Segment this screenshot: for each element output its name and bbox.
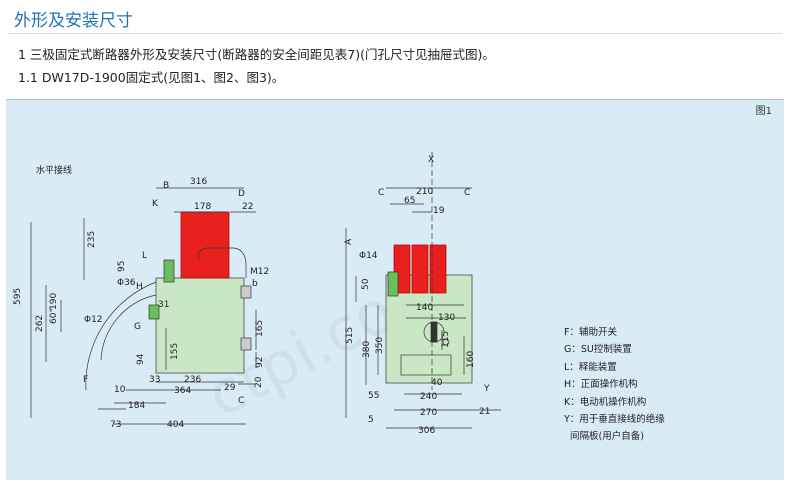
svg-text:178: 178 bbox=[194, 202, 211, 212]
arc-chamber bbox=[180, 211, 230, 279]
svg-text:Y: Y bbox=[483, 384, 490, 394]
svg-text:210: 210 bbox=[416, 187, 433, 197]
side-component bbox=[163, 259, 175, 283]
svg-text:29: 29 bbox=[224, 383, 236, 393]
svg-text:40: 40 bbox=[431, 378, 443, 388]
svg-text:306: 306 bbox=[418, 426, 435, 436]
left-dimension-labels: 水平接线 316 178 22 B K D 235 595 190 262 95… bbox=[13, 164, 269, 430]
svg-text:L: L bbox=[142, 251, 147, 261]
svg-text:240: 240 bbox=[420, 392, 437, 402]
svg-text:22: 22 bbox=[242, 202, 253, 212]
legend-item: H：正面操作机构 bbox=[564, 379, 638, 391]
svg-text:160: 160 bbox=[466, 351, 476, 368]
legend-item: K：电动机操作机构 bbox=[564, 396, 647, 408]
svg-text:130: 130 bbox=[438, 313, 455, 323]
svg-text:X: X bbox=[428, 155, 434, 165]
svg-text:B: B bbox=[163, 181, 169, 191]
right-view bbox=[345, 152, 501, 429]
svg-text:M12: M12 bbox=[250, 267, 269, 277]
handle-outline bbox=[197, 247, 247, 278]
figure-label: 图1 bbox=[755, 106, 772, 117]
svg-text:316: 316 bbox=[190, 177, 207, 187]
right-dimension-labels: X C C 210 65 19 Φ14 A 50 515 380 350 140… bbox=[344, 155, 490, 436]
svg-text:K: K bbox=[152, 199, 159, 209]
divider bbox=[8, 33, 782, 34]
technical-drawing: ctpi.com bbox=[13, 152, 501, 436]
svg-text:G: G bbox=[134, 322, 141, 332]
left-caption: 水平接线 bbox=[36, 164, 72, 176]
left-view bbox=[30, 187, 257, 425]
legend-item: F：辅助开关 bbox=[564, 327, 617, 338]
svg-text:364: 364 bbox=[174, 386, 191, 396]
svg-text:515: 515 bbox=[345, 327, 355, 344]
legend-item: 间隔板(用户自备) bbox=[570, 431, 644, 443]
svg-text:55: 55 bbox=[368, 391, 379, 401]
svg-text:b: b bbox=[252, 279, 258, 289]
svg-text:19: 19 bbox=[433, 206, 445, 216]
svg-text:A: A bbox=[344, 238, 354, 245]
svg-text:190: 190 bbox=[49, 293, 59, 310]
svg-text:Φ14: Φ14 bbox=[359, 251, 378, 261]
svg-text:262: 262 bbox=[35, 315, 45, 332]
svg-text:21: 21 bbox=[479, 407, 490, 417]
svg-text:155: 155 bbox=[170, 343, 180, 360]
page-title: 外形及安装尺寸 bbox=[14, 11, 133, 31]
svg-text:404: 404 bbox=[167, 420, 184, 430]
legend-item: L：释能装置 bbox=[564, 361, 617, 373]
svg-text:F: F bbox=[83, 375, 88, 385]
svg-text:65: 65 bbox=[404, 196, 415, 206]
svg-text:C: C bbox=[238, 396, 244, 406]
svg-text:94: 94 bbox=[136, 353, 146, 365]
svg-text:270: 270 bbox=[420, 408, 437, 418]
svg-text:350: 350 bbox=[375, 337, 385, 354]
swing-arc bbox=[85, 281, 157, 391]
svg-text:Φ36: Φ36 bbox=[117, 278, 136, 288]
figure-1: 图1 ctpi.com bbox=[6, 99, 784, 480]
svg-text:73: 73 bbox=[110, 420, 121, 430]
svg-text:595: 595 bbox=[13, 288, 23, 305]
svg-text:H: H bbox=[136, 282, 143, 292]
svg-text:380: 380 bbox=[362, 341, 372, 358]
intro-line-1: 1 三极固定式断路器外形及安装尺寸(断路器的安全间距见表7)(门孔尺寸见抽屉式图… bbox=[18, 47, 495, 62]
legend-item: G：SU控制装置 bbox=[564, 344, 632, 356]
intro-line-2: 1.1 DW17D-1900固定式(见图1、图2、图3)。 bbox=[18, 70, 285, 85]
svg-text:184: 184 bbox=[128, 401, 145, 411]
svg-text:C: C bbox=[378, 188, 384, 198]
svg-text:60°: 60° bbox=[49, 308, 59, 324]
svg-text:95: 95 bbox=[117, 261, 127, 272]
legend-item: Y：用于垂直接线的绝缘 bbox=[564, 414, 665, 426]
svg-text:D: D bbox=[238, 189, 245, 199]
svg-text:Φ12: Φ12 bbox=[84, 315, 103, 325]
svg-text:140: 140 bbox=[416, 303, 433, 313]
svg-text:92: 92 bbox=[255, 357, 265, 368]
svg-text:31: 31 bbox=[158, 300, 169, 310]
svg-text:20: 20 bbox=[254, 376, 264, 388]
svg-text:50: 50 bbox=[361, 278, 371, 290]
legend: F：辅助开关 G：SU控制装置 L：释能装置 H：正面操作机构 K：电动机操作机… bbox=[564, 324, 665, 446]
svg-text:10: 10 bbox=[114, 385, 126, 395]
svg-text:236: 236 bbox=[184, 375, 201, 385]
svg-text:33: 33 bbox=[149, 375, 160, 385]
breaker-body bbox=[155, 277, 245, 374]
svg-text:235: 235 bbox=[87, 231, 97, 248]
svg-text:165: 165 bbox=[255, 320, 265, 337]
svg-text:5: 5 bbox=[368, 415, 374, 425]
svg-text:115: 115 bbox=[441, 331, 451, 348]
svg-text:C: C bbox=[464, 188, 470, 198]
